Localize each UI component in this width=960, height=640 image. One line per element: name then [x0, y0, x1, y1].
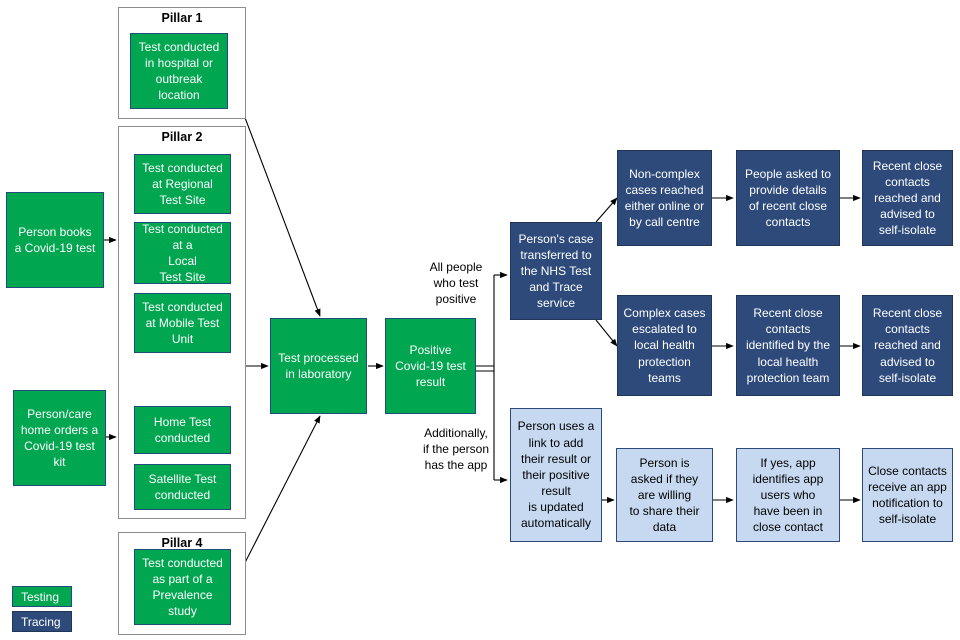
- additionally-label: Additionally, if the person has the app: [422, 426, 490, 473]
- test-hospital-box: Test conducted in hospital or outbreak l…: [130, 33, 228, 109]
- person-orders-kit-box: Person/care home orders a Covid-19 test …: [13, 390, 106, 486]
- all-positive-label: All people who test positive: [429, 260, 483, 307]
- test-home-box: Home Test conducted: [134, 406, 231, 454]
- pillar-2-title: Pillar 2: [161, 130, 203, 144]
- test-mobile-box: Test conducted at Mobile Test Unit: [134, 293, 231, 353]
- app-notification-box: Close contacts receive an app notificati…: [862, 448, 953, 542]
- test-satellite-box: Satellite Test conducted: [134, 464, 231, 510]
- asked-share-box: Person is asked if they are willing to s…: [616, 448, 713, 542]
- app-identifies-box: If yes, app identifies app users who hav…: [736, 448, 840, 542]
- test-local-box: Test conducted at a Local Test Site: [134, 222, 231, 284]
- test-prevalence-box: Test conducted as part of a Prevalence s…: [134, 549, 231, 625]
- pillar-4-title: Pillar 4: [161, 536, 203, 550]
- person-books-test-box: Person books a Covid-19 test: [6, 192, 104, 288]
- complex-cases-box: Complex cases escalated to local health …: [617, 295, 712, 396]
- app-link-box: Person uses a link to add their result o…: [510, 408, 602, 542]
- contacts-identified-box: Recent close contacts identified by the …: [736, 295, 840, 396]
- lab-processing-box: Test processed in laboratory: [270, 318, 367, 414]
- contacts-reached-1-box: Recent close contacts reached and advise…: [862, 150, 953, 246]
- contacts-reached-2-box: Recent close contacts reached and advise…: [862, 295, 953, 396]
- pillar-1-title: Pillar 1: [161, 11, 203, 25]
- arrow-to-complex: [595, 319, 618, 347]
- case-transferred-box: Person's case transferred to the NHS Tes…: [510, 222, 602, 320]
- arrow-to-noncomplex: [595, 197, 618, 223]
- positive-result-box: Positive Covid-19 test result: [385, 318, 476, 414]
- arrow-prevalence-to-lab: [231, 415, 321, 589]
- legend-tracing: Tracing: [12, 611, 72, 632]
- asked-details-box: People asked to provide details of recen…: [736, 150, 840, 246]
- test-regional-box: Test conducted at Regional Test Site: [134, 154, 231, 214]
- noncomplex-cases-box: Non-complex cases reached either online …: [617, 150, 712, 246]
- legend-testing: Testing: [12, 586, 72, 607]
